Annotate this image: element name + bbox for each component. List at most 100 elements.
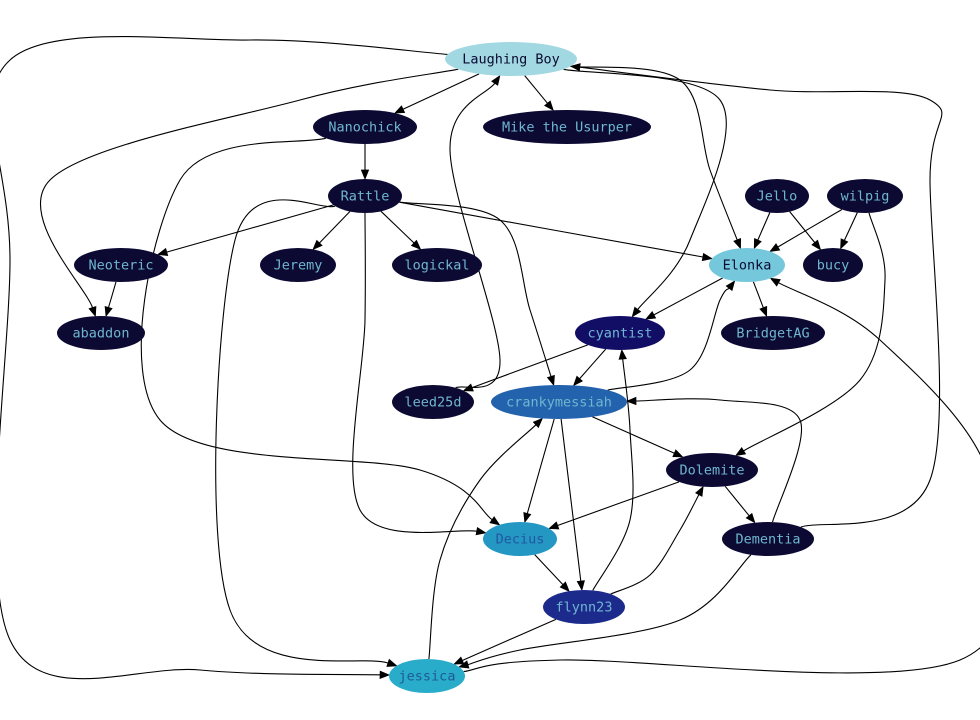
edge-flynn23-to-cyantist <box>592 348 634 591</box>
node-label: BridgetAG <box>736 326 809 342</box>
edge-nanochick-to-rattle <box>360 144 370 181</box>
edge-line <box>380 210 415 244</box>
node-label: bucy <box>817 258 850 274</box>
edge-flynn23-to-dolemite <box>610 485 704 595</box>
edge-neoteric-to-abaddon <box>104 281 117 318</box>
edge-line <box>579 348 607 380</box>
node-ellipse <box>260 248 336 282</box>
edge-elonka-to-bridgetag <box>752 281 768 318</box>
edge-rattle-to-decius <box>352 212 487 536</box>
edge-line <box>592 416 675 454</box>
edge-nanochick-to-decius <box>140 137 501 526</box>
edge-line <box>757 212 771 241</box>
edge-flynn23-to-jessica <box>453 618 557 665</box>
edge-line <box>743 212 886 452</box>
node-label: Dementia <box>735 532 800 548</box>
node-label: Elonka <box>723 258 772 274</box>
arrowhead-icon <box>559 581 570 592</box>
edge-dementia-to-crankymessiah <box>625 396 802 523</box>
edge-line <box>777 209 843 248</box>
edge-rattle-to-jessica <box>215 199 398 667</box>
node-abaddon: abaddon <box>57 316 145 350</box>
node-ellipse <box>483 110 651 144</box>
arrowhead-icon <box>393 105 406 114</box>
node-ellipse <box>389 659 465 693</box>
node-label: Laughing Boy <box>462 52 560 68</box>
edge-elonka-to-cyantist <box>644 277 723 320</box>
arrowhead-icon <box>546 374 555 387</box>
node-bridgetag: BridgetAG <box>721 316 825 350</box>
edge-decius-to-flynn23 <box>534 554 570 592</box>
edge-line <box>752 281 764 308</box>
node-dementia: Dementia <box>722 522 814 556</box>
edge-line <box>653 277 723 316</box>
node-ellipse <box>445 42 577 76</box>
node-laughing-boy: Laughing Boy <box>445 42 577 76</box>
arrowhead-icon <box>725 280 736 292</box>
edge-jessica-to-crankymessiah <box>428 417 544 660</box>
node-ellipse <box>803 248 863 282</box>
edge-cyantist-to-leed25d <box>462 344 588 392</box>
edge-jello-to-elonka <box>753 212 771 250</box>
arrowhead-icon <box>701 252 713 262</box>
node-label: flynn23 <box>556 600 613 616</box>
node-jessica: jessica <box>389 659 465 693</box>
edge-line <box>428 424 537 660</box>
edge-line <box>843 212 858 241</box>
node-wilpig: wilpig <box>827 179 903 213</box>
node-label: logickal <box>404 258 469 274</box>
edge-laughing-boy-to-nanochick <box>393 73 480 114</box>
edge-line <box>471 344 588 389</box>
edge-line <box>557 481 680 527</box>
arrowhead-icon <box>753 237 762 250</box>
node-dolemite: Dolemite <box>666 453 758 487</box>
node-ellipse <box>709 248 785 282</box>
edge-line <box>570 65 738 241</box>
arrowhead-icon <box>475 526 487 536</box>
edge-line <box>467 554 752 666</box>
edge-line <box>526 418 555 514</box>
node-ellipse <box>392 248 482 282</box>
edges-layer <box>0 36 980 680</box>
arrowhead-icon <box>104 305 113 318</box>
arrowhead-icon <box>840 238 849 250</box>
edge-line <box>607 287 730 391</box>
edge-dolemite-to-decius <box>548 481 680 530</box>
edge-line <box>215 199 389 664</box>
edge-line <box>0 36 448 680</box>
node-rattle: Rattle <box>328 179 402 213</box>
arrowhead-icon <box>734 446 747 457</box>
arrowhead-icon <box>625 396 637 406</box>
node-crankymessiah: crankymessiah <box>491 385 627 419</box>
edge-cyantist-to-crankymessiah <box>572 348 607 387</box>
arrowhead-icon <box>156 247 169 256</box>
node-neoteric: Neoteric <box>74 248 168 282</box>
edge-line <box>563 68 727 310</box>
edge-line <box>724 485 750 517</box>
edge-dementia-to-laughing-boy <box>569 63 943 528</box>
arrowhead-icon <box>379 670 391 679</box>
node-label: Mike the Usurper <box>502 120 632 136</box>
node-label: Rattle <box>341 189 390 205</box>
edge-jessica-to-elonka <box>463 277 980 674</box>
edge-laughing-boy-to-cyantist <box>563 68 727 318</box>
arrowhead-icon <box>491 74 501 86</box>
edge-line <box>140 137 493 521</box>
arrowhead-icon <box>694 485 704 497</box>
edge-line <box>399 201 552 377</box>
edge-rattle-to-elonka <box>399 201 713 262</box>
node-decius: Decius <box>483 522 557 556</box>
edge-line <box>579 66 943 528</box>
node-label: Dolemite <box>679 463 744 479</box>
edge-rattle-to-neoteric <box>156 204 334 256</box>
node-ellipse <box>483 522 557 556</box>
edge-wilpig-to-bucy <box>840 212 858 250</box>
edge-wilpig-to-elonka <box>769 209 843 253</box>
edge-line <box>560 418 582 582</box>
node-label: wilpig <box>841 189 890 205</box>
node-ellipse <box>575 316 665 350</box>
node-ellipse <box>722 522 814 556</box>
edge-laughing-boy-to-mike-the-usurper <box>524 75 554 112</box>
